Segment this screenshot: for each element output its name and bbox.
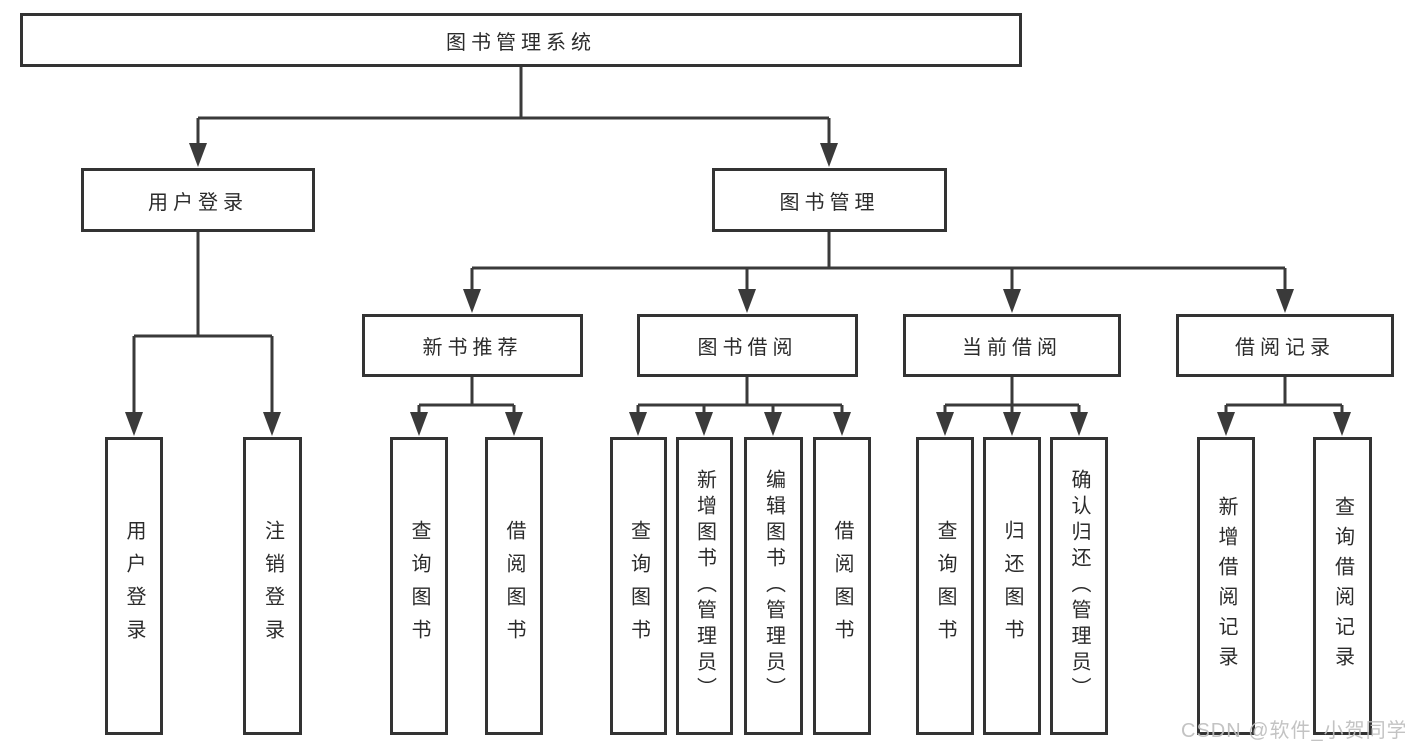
- arrowhead-icon: [189, 143, 207, 167]
- arrowhead-icon: [263, 412, 281, 436]
- leaf-edit-books-admin: 编辑图书（管理员）: [744, 437, 803, 735]
- leaf-confirm-return-admin: 确认归还（管理员）: [1050, 437, 1108, 735]
- node-label: 图书管理: [779, 191, 880, 214]
- arrowhead-icon: [1003, 412, 1021, 436]
- leaf-query-books-current: 查询图书: [916, 437, 974, 735]
- node-user-login: 用户登录: [81, 168, 315, 232]
- leaf-label: 确认归还（管理员）: [1068, 469, 1090, 703]
- leaf-label: 借阅图书: [831, 520, 853, 652]
- arrowhead-icon: [463, 289, 481, 313]
- leaf-borrow-books-recommend: 借阅图书: [485, 437, 543, 735]
- arrowhead-icon: [1217, 412, 1235, 436]
- leaf-label: 新增借阅记录: [1215, 496, 1237, 676]
- arrowhead-icon: [936, 412, 954, 436]
- node-book-management: 图书管理: [712, 168, 947, 232]
- node-library-management-system: 图书管理系统: [20, 13, 1022, 67]
- leaf-query-books-recommend: 查询图书: [390, 437, 448, 735]
- watermark: CSDN @软件_小贺同学: [1181, 720, 1405, 742]
- arrowhead-icon: [738, 289, 756, 313]
- node-book-borrowing: 图书借阅: [637, 314, 858, 377]
- arrowhead-icon: [1276, 289, 1294, 313]
- leaf-label: 新增图书（管理员）: [693, 469, 716, 703]
- leaf-label: 查询图书: [627, 520, 650, 652]
- leaf-query-books-borrow: 查询图书: [610, 437, 667, 735]
- arrowhead-icon: [1333, 412, 1351, 436]
- arrowhead-icon: [764, 412, 782, 436]
- leaf-label: 借阅图书: [503, 520, 525, 652]
- leaf-label: 编辑图书（管理员）: [762, 469, 785, 703]
- leaf-user-login: 用户登录: [105, 437, 163, 735]
- arrowhead-icon: [629, 412, 647, 436]
- leaf-label: 查询借阅记录: [1331, 496, 1354, 676]
- leaf-borrow-books: 借阅图书: [813, 437, 871, 735]
- leaf-label: 查询图书: [408, 520, 430, 652]
- node-label: 用户登录: [148, 191, 248, 214]
- arrowhead-icon: [125, 412, 143, 436]
- leaf-query-borrow-record: 查询借阅记录: [1313, 437, 1372, 735]
- node-label: 图书管理系统: [446, 31, 596, 54]
- leaf-add-books-admin: 新增图书（管理员）: [676, 437, 733, 735]
- arrowhead-icon: [695, 412, 713, 436]
- arrowhead-icon: [1070, 412, 1088, 436]
- node-new-book-recommendation: 新书推荐: [362, 314, 583, 377]
- arrowhead-icon: [410, 412, 428, 436]
- arrowhead-icon: [505, 412, 523, 436]
- arrowhead-icon: [1003, 289, 1021, 313]
- leaf-label: 注销登录: [261, 520, 284, 652]
- leaf-label: 用户登录: [123, 520, 145, 652]
- leaf-return-books: 归还图书: [983, 437, 1041, 735]
- node-label: 新书推荐: [422, 337, 523, 359]
- leaf-label: 查询图书: [934, 520, 956, 652]
- leaf-add-borrow-record: 新增借阅记录: [1197, 437, 1255, 735]
- node-borrowing-records: 借阅记录: [1176, 314, 1394, 377]
- arrowhead-icon: [833, 412, 851, 436]
- node-label: 图书借阅: [697, 337, 798, 359]
- leaf-label: 归还图书: [1001, 520, 1023, 652]
- node-current-borrowing: 当前借阅: [903, 314, 1121, 377]
- leaf-logout: 注销登录: [243, 437, 302, 735]
- arrowhead-icon: [820, 143, 838, 167]
- node-label: 借阅记录: [1235, 337, 1335, 359]
- node-label: 当前借阅: [962, 337, 1062, 359]
